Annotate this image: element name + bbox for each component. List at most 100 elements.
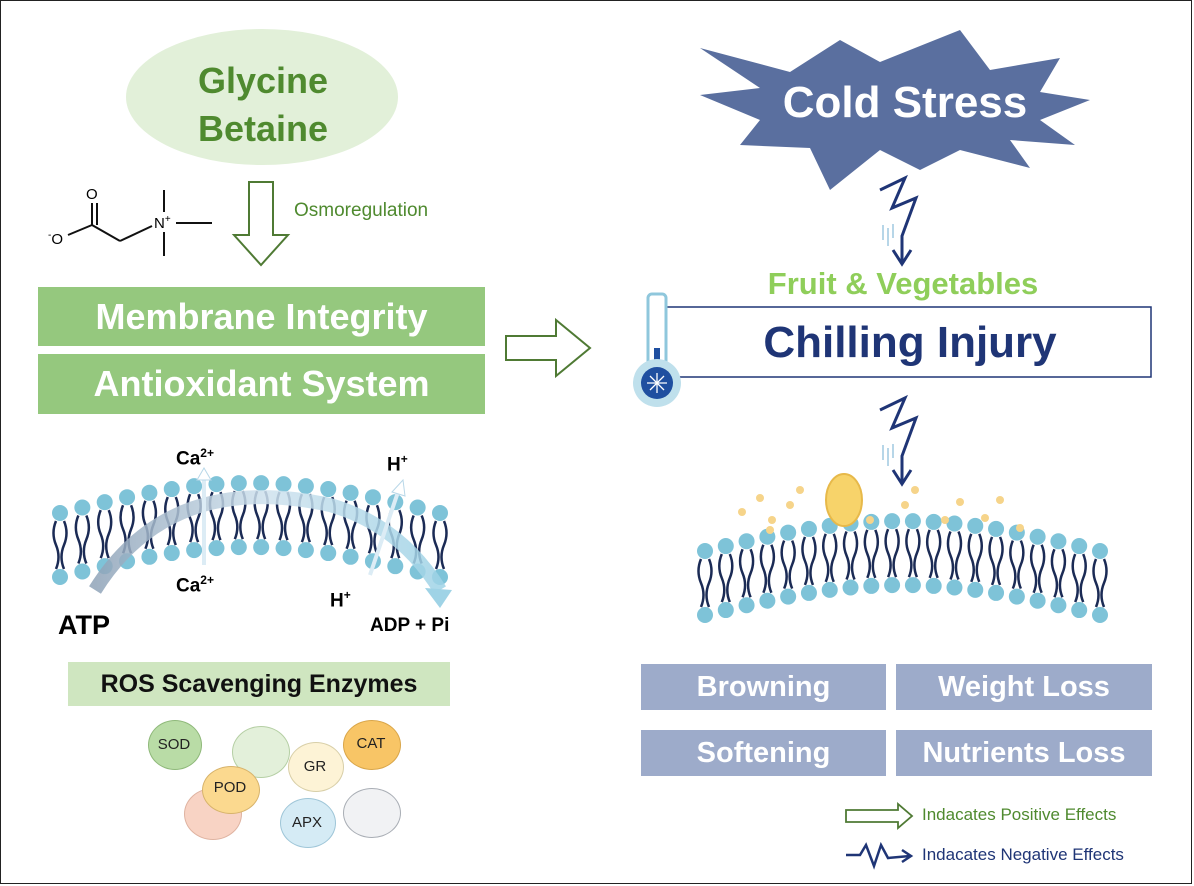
solute-dot [796, 486, 804, 494]
lipid-tail [52, 520, 68, 570]
lipid-head [387, 558, 404, 575]
positive-effect-arrow [505, 317, 592, 379]
lipid-head [1092, 607, 1108, 623]
lipid-head [925, 513, 942, 530]
lipid-head [208, 476, 225, 493]
lipid-tail [863, 529, 880, 579]
left-cell-membrane [52, 475, 448, 585]
solute-dot [996, 496, 1004, 504]
glycine-label: Glycine [197, 60, 329, 101]
lipid-head [275, 476, 292, 493]
lipid-head [297, 542, 314, 559]
effect-browning-label: Browning [696, 670, 831, 703]
proton-bottom: H+ [330, 588, 351, 612]
enzyme-label-apx: APX [291, 814, 322, 831]
lipid-head [780, 524, 797, 541]
lipid-head [119, 489, 136, 506]
leaked-vesicle [825, 473, 863, 527]
lipid-tail [988, 536, 1004, 586]
cold-stress-label: Cold Stress [782, 78, 1028, 127]
molecule-oxygen-left: -O [48, 230, 64, 248]
lipid-head [904, 577, 921, 594]
lipid-tail [1050, 548, 1067, 598]
antioxidant-system-box: Antioxidant System [38, 354, 485, 414]
lipid-head [1050, 533, 1067, 550]
lipid-head [946, 579, 963, 596]
calcium-arrowhead [196, 467, 212, 481]
lipid-head [253, 539, 270, 556]
legend-positive-label: Indacates Positive Effects [922, 805, 1117, 824]
ros-scavenging-box: ROS Scavenging Enzymes [68, 662, 450, 706]
lipid-head [52, 569, 68, 585]
lipid-head [717, 538, 734, 555]
solute-dot [766, 526, 774, 534]
lipid-head [163, 481, 180, 498]
enzyme-label-pod: POD [213, 779, 247, 796]
lipid-head [697, 543, 713, 559]
lipid-tail [905, 528, 921, 578]
enzyme-label-gr: GR [303, 758, 327, 775]
lipid-head [230, 539, 247, 556]
lipid-head [432, 505, 448, 521]
lipid-head [904, 513, 921, 530]
right-cell-membrane [697, 513, 1108, 623]
betaine-label: Betaine [197, 108, 329, 149]
lipid-head [800, 520, 817, 537]
lipid-tail [759, 544, 776, 594]
lipid-head [967, 517, 984, 534]
lipid-head [297, 478, 314, 495]
lipid-head [1071, 602, 1088, 619]
lipid-head [1050, 597, 1067, 614]
lipid-tail [432, 520, 448, 570]
ros-scavenging-label: ROS Scavenging Enzymes [100, 669, 418, 698]
proton-top: H+ [387, 452, 408, 476]
lipid-head [230, 475, 247, 492]
lipid-head [163, 545, 180, 562]
lipid-tail [1092, 558, 1108, 608]
lipid-tail [884, 528, 900, 578]
lipid-tail [718, 553, 734, 603]
effect-softening-label: Softening [696, 736, 831, 769]
atp-label: ATP [58, 610, 110, 640]
lipid-head [253, 475, 270, 492]
lipid-head [1029, 592, 1046, 609]
lipid-head [697, 607, 713, 623]
lipid-head [1092, 543, 1108, 559]
lipid-head [364, 489, 381, 506]
lipid-head [759, 592, 776, 609]
lipid-head [52, 505, 68, 521]
lipid-head [821, 581, 838, 598]
lipid-head [320, 481, 337, 498]
lipid-head [208, 540, 225, 557]
lipid-head [1071, 538, 1088, 555]
glycine-betaine-molecule [67, 190, 212, 256]
lipid-tail [967, 533, 984, 583]
adp-pi-label: ADP + Pi [370, 615, 450, 636]
chilling-injury-label: Chilling Injury [763, 318, 1057, 367]
lipid-head [842, 579, 859, 596]
solute-dot [1016, 524, 1024, 532]
lipid-head [1029, 528, 1046, 545]
lipid-head [141, 484, 158, 501]
lipid-head [74, 563, 91, 580]
lipid-tail [1029, 544, 1046, 594]
lipid-head [74, 499, 91, 516]
calcium-ion-bottom: Ca2+ [176, 573, 214, 597]
lipid-tail [925, 529, 942, 579]
proton-arrowhead [391, 478, 406, 497]
leaked-solutes [738, 486, 1024, 534]
lipid-tail [801, 536, 817, 586]
calcium-ion-top: Ca2+ [176, 446, 214, 470]
solute-dot [981, 514, 989, 522]
solute-dot [786, 501, 794, 509]
effect-softening-box: Softening [641, 730, 886, 776]
fruit-vegetables-label: Fruit & Vegetables [767, 266, 1039, 301]
negative-arrow-top [879, 174, 919, 267]
enzyme-label-sod: SOD [157, 736, 191, 753]
lipid-head [925, 577, 942, 594]
effect-weight-loss-label: Weight Loss [938, 670, 1110, 703]
lipid-head [988, 520, 1005, 537]
legend-positive-arrow [845, 802, 914, 830]
lipid-head [884, 513, 901, 530]
